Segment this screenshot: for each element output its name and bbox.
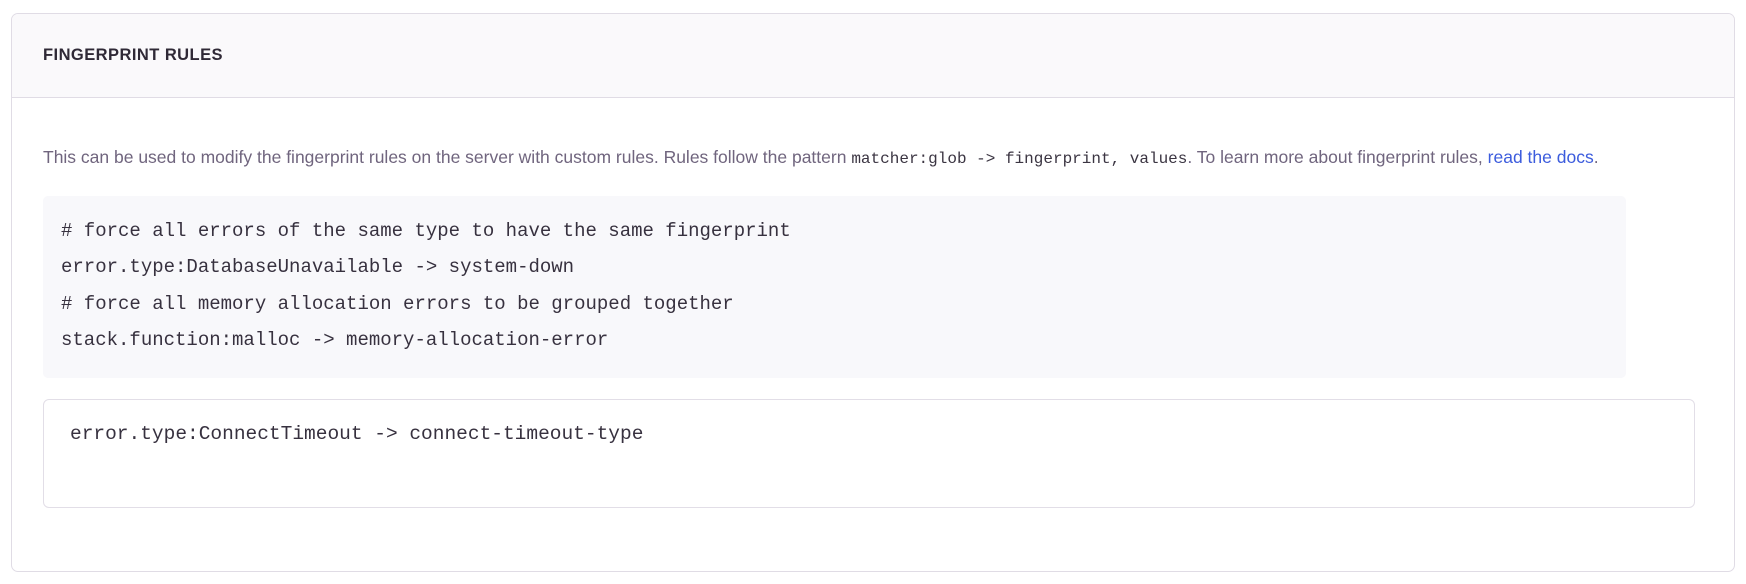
example-rules-code: # force all errors of the same type to h…: [61, 219, 791, 352]
panel-body: This can be used to modify the fingerpri…: [12, 98, 1734, 508]
fingerprint-rules-textarea[interactable]: [43, 398, 1695, 508]
fingerprint-rules-panel: FINGERPRINT RULES This can be used to mo…: [11, 13, 1735, 572]
example-rules-code-block: # force all errors of the same type to h…: [43, 195, 1626, 378]
description-text-middle: . To learn more about fingerprint rules,: [1187, 146, 1483, 167]
inline-code-pattern: matcher:glob -> fingerprint, values: [851, 149, 1188, 168]
read-the-docs-link[interactable]: read the docs: [1487, 146, 1594, 167]
description-text-leading: This can be used to modify the fingerpri…: [43, 146, 847, 167]
panel-description: This can be used to modify the fingerpri…: [43, 142, 1663, 175]
description-text-trailing: .: [1593, 146, 1599, 167]
panel-header: FINGERPRINT RULES: [12, 14, 1734, 98]
page-title: FINGERPRINT RULES: [43, 46, 223, 64]
